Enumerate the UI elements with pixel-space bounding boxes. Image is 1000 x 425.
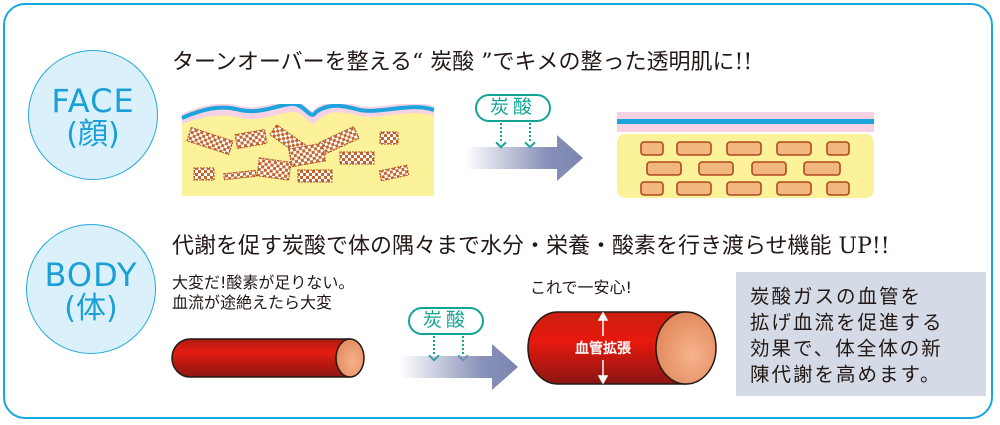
smooth-cell bbox=[776, 181, 812, 196]
rough-cell bbox=[339, 151, 375, 165]
rough-cell bbox=[193, 167, 215, 181]
smooth-cell bbox=[698, 161, 734, 176]
body-down-arrow-icon bbox=[433, 336, 435, 354]
info-line: 拡げ血流を促進する bbox=[750, 311, 944, 334]
rough-cell bbox=[379, 131, 399, 145]
rough-cell bbox=[223, 169, 257, 181]
smooth-cell bbox=[676, 141, 712, 156]
face-down-arrow-icon bbox=[529, 123, 531, 141]
smooth-cell bbox=[826, 181, 850, 196]
dilated-vessel-illustration: 血管拡張 bbox=[527, 311, 717, 385]
narrow-vessel-illustration bbox=[171, 338, 365, 378]
face-badge: FACE (顔) bbox=[28, 50, 158, 180]
body-badge-en: BODY bbox=[44, 256, 138, 294]
before-caption-line2: 血流が途絶えたら大変 bbox=[172, 293, 333, 312]
face-badge-en: FACE bbox=[51, 82, 135, 120]
body-badge-jp: (体) bbox=[64, 291, 118, 326]
smooth-cell bbox=[776, 141, 812, 156]
info-line: 陳代謝を高めます。 bbox=[750, 363, 942, 386]
after-caption: これで一安心! bbox=[530, 278, 632, 297]
smooth-skin-illustration bbox=[617, 112, 874, 198]
smooth-cell bbox=[826, 141, 850, 156]
body-right-arrow-icon bbox=[400, 344, 518, 390]
info-line: 炭酸ガスの血管を bbox=[750, 285, 923, 308]
face-down-arrow-icon bbox=[500, 123, 502, 141]
rough-cell bbox=[297, 169, 333, 183]
body-heading: 代謝を促す炭酸で体の隅々まで水分・栄養・酸素を行き渡らせ機能 UP!! bbox=[172, 234, 890, 259]
smooth-cell bbox=[726, 181, 762, 196]
body-tansan-label: 炭酸 bbox=[408, 307, 484, 335]
rough-cell bbox=[378, 164, 410, 182]
smooth-cell bbox=[646, 161, 682, 176]
info-box: 炭酸ガスの血管を 拡げ血流を促進する 効果で、体全体の新 陳代謝を高めます。 bbox=[736, 272, 986, 396]
rough-cell bbox=[318, 125, 360, 156]
smooth-cell bbox=[751, 161, 787, 176]
rough-skin-blue-line bbox=[181, 104, 435, 120]
body-down-arrow-icon bbox=[462, 336, 464, 354]
smooth-cell bbox=[640, 141, 664, 156]
rough-skin-illustration bbox=[181, 104, 435, 196]
narrow-vessel-end bbox=[335, 338, 365, 378]
smooth-cell bbox=[676, 181, 712, 196]
dilated-vessel-end bbox=[655, 311, 717, 385]
face-right-arrow-icon bbox=[465, 135, 583, 181]
smooth-cell bbox=[726, 141, 762, 156]
vessel-dilation-label: 血管拡張 bbox=[575, 340, 632, 357]
before-caption-line1: 大変だ!酸素が足りない。 bbox=[172, 273, 355, 292]
smooth-cell bbox=[803, 161, 841, 176]
info-line: 効果で、体全体の新 bbox=[750, 337, 943, 360]
smooth-skin-blue-line bbox=[617, 119, 874, 124]
smooth-cell bbox=[640, 181, 664, 196]
body-badge: BODY (体) bbox=[26, 224, 156, 354]
face-tansan-label: 炭酸 bbox=[475, 94, 551, 122]
face-heading: ターンオーバーを整える“ 炭酸 ”でキメの整った透明肌に!! bbox=[172, 50, 753, 75]
face-badge-jp: (顔) bbox=[66, 117, 120, 152]
rough-cell bbox=[288, 142, 326, 168]
